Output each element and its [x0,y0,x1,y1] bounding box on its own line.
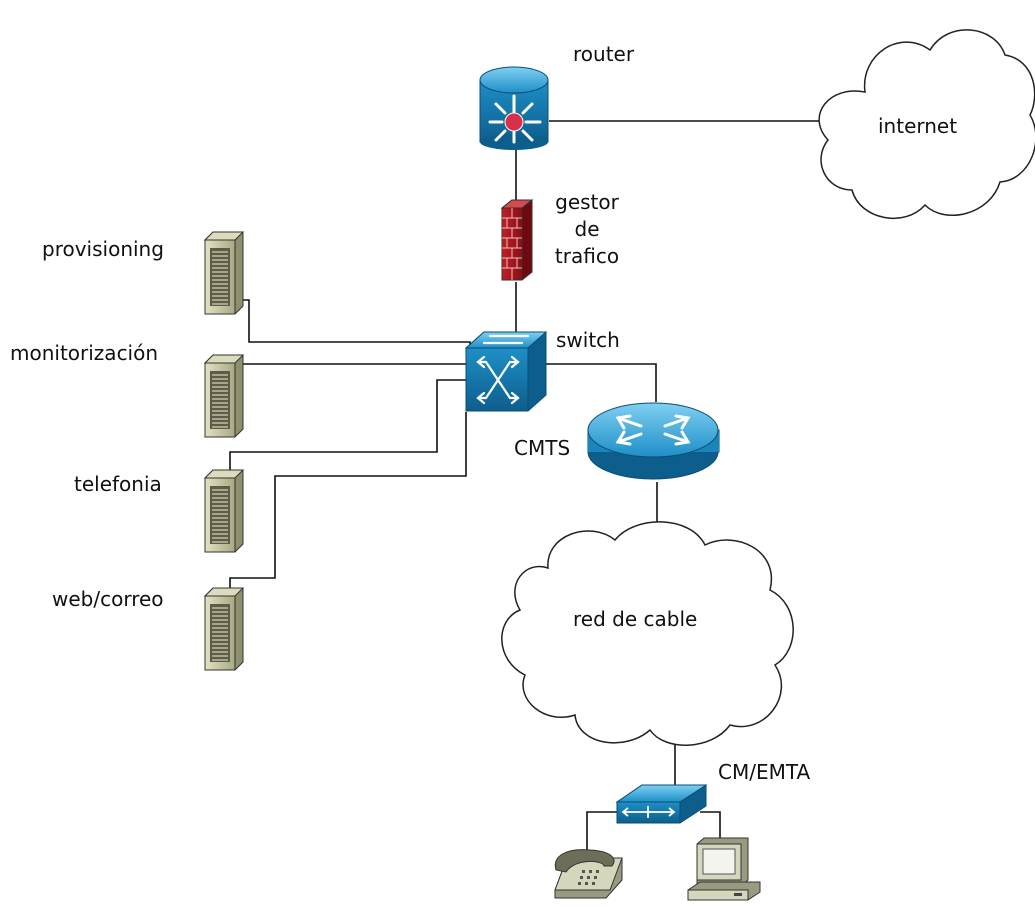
server-tower-icon [204,587,244,671]
link-monitoring [230,363,466,400]
traffic-manager-label-line-3: trafico [554,244,620,268]
telephone-icon [554,849,623,899]
router-label: router [573,42,635,66]
cloud-icon [501,521,794,746]
link-provisioning [240,299,471,355]
cm-emta-label: CM/EMTA [718,760,811,784]
traffic-manager-label: gestor de trafico [538,190,636,268]
switch-label: switch [556,328,620,352]
router-icon [479,66,549,150]
cmts-label: CMTS [514,436,571,460]
link-modem-pc [700,811,721,840]
cable-modem-icon [615,784,708,824]
server-tower-icon [204,354,244,438]
internet-label: internet [878,114,958,138]
server-tower-icon [204,469,244,553]
traffic-manager-label-line-2: de [574,217,600,241]
server-tower-icon [204,231,244,315]
server-label-monitoring: monitorización [10,341,159,365]
link-switch-cmts [543,363,657,402]
multilayer-switch-icon [464,331,548,412]
cable-network-label: red de cable [573,607,698,631]
cmts-router-icon [587,402,720,480]
server-label-provisioning: provisioning [42,237,164,261]
computer-icon [687,837,761,901]
firewall-icon [500,199,534,281]
server-label-telephony: telefonia [74,472,162,496]
link-webmail [229,412,467,588]
cloud-icon [818,29,1035,219]
traffic-manager-label-line-1: gestor [555,190,619,214]
server-label-web-mail: web/correo [52,587,164,611]
link-telephony [229,379,466,470]
